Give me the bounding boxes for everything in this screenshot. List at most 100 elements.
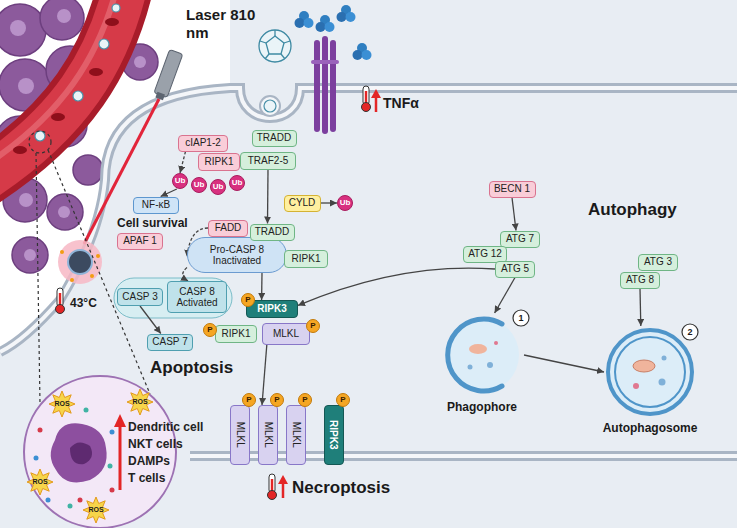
zoom-lines — [29, 131, 150, 404]
arrow-connector — [262, 345, 267, 405]
node-label: P — [302, 395, 307, 404]
node-label: P — [310, 321, 315, 330]
node-label: MLKL — [234, 422, 246, 448]
annotation-label: NKT cells — [128, 437, 183, 451]
node-label: Ub — [232, 178, 243, 187]
protein-box: ATG 12 — [463, 246, 507, 263]
arrow-connector — [261, 273, 263, 300]
tnf-receptor — [311, 36, 339, 134]
annotation-label: Dendritic cell — [128, 420, 203, 434]
node-label: RIPK1 — [222, 328, 251, 340]
ubiquitin-circle: Ub — [229, 175, 245, 191]
protein-box: ATG 5 — [495, 261, 535, 278]
fullerene-nanoparticle — [259, 30, 291, 62]
caspase-box: CASP 7 — [147, 334, 193, 351]
node-label: P — [245, 295, 250, 304]
protein-box: ATG 8 — [620, 272, 660, 289]
callout-label: 1 — [518, 313, 523, 324]
node-label: RIPK1 — [292, 253, 321, 265]
caspase-complex — [114, 278, 232, 318]
membrane-pore: MLKL — [286, 405, 306, 465]
node-label: TRADD — [255, 226, 289, 238]
node-label: ATG 7 — [506, 233, 534, 245]
node-label: cIAP1-2 — [185, 137, 221, 149]
arrow-connector — [495, 278, 515, 314]
node-label: CASP 7 — [152, 336, 187, 348]
protein-box: ATG 3 — [638, 254, 678, 271]
protein-box: RIPK1 — [284, 250, 328, 268]
caspase-box: CASP 3 — [117, 288, 163, 306]
node-label: TRAF2-5 — [248, 155, 289, 167]
zoom-inset — [24, 376, 176, 528]
arrow-connector — [321, 202, 338, 203]
phosphate-circle: P — [270, 393, 284, 407]
phosphate-circle: P — [336, 393, 350, 407]
node-label: Ub — [340, 198, 351, 207]
node-label: CYLD — [289, 197, 316, 209]
complex-pill: Pro-CASP 8 Inactivated — [187, 237, 287, 273]
phagophore-shape — [440, 313, 524, 397]
membrane-pore: MLKL — [230, 405, 250, 465]
callout-label: ROS — [32, 478, 47, 486]
phagophore-circle: Phagophore — [440, 313, 524, 415]
arrow-connector — [161, 189, 177, 197]
node-label: Ub — [194, 180, 205, 189]
protein-box: TRADD — [252, 130, 297, 147]
protein-box: TRAF2-5 — [240, 152, 296, 170]
node-label: RIPK3 — [257, 303, 286, 315]
protein-box: ATG 7 — [500, 231, 540, 248]
node-label: NF-κB — [142, 199, 170, 211]
arrow-connector — [512, 198, 516, 231]
annotation-label: Apoptosis — [150, 358, 233, 378]
ubiquitin-circle: Ub — [210, 179, 226, 195]
node-label: P — [207, 325, 212, 334]
arrow-connector — [183, 268, 188, 281]
autophagosome-circle: Autophagosome — [601, 326, 700, 436]
phosphate-circle: P — [242, 393, 256, 407]
arrow-connector — [639, 289, 641, 327]
tnf-alpha-ligands — [295, 5, 372, 60]
protein-box: TRADD — [250, 224, 295, 241]
annotation-label: Necroptosis — [292, 478, 390, 498]
protein-box: RIPK1 — [215, 325, 257, 343]
phosphate-circle: P — [306, 319, 320, 333]
node-label: RIPK1 — [205, 156, 234, 168]
protein-box: RIPK1 — [198, 153, 240, 171]
node-label: ATG 8 — [626, 274, 654, 286]
node-label: CASP 8 Activated — [172, 286, 222, 309]
node-label: CASP 3 — [122, 291, 157, 303]
node-label: TRADD — [257, 132, 291, 144]
node-label: Ub — [175, 176, 186, 185]
nanoparticles-in-blood — [35, 4, 120, 141]
node-label: APAF 1 — [123, 235, 157, 247]
node-label: RIPK3 — [328, 420, 340, 449]
callout-label: ROS — [88, 506, 103, 514]
protein-box: NF-κB — [133, 197, 179, 214]
laser-device — [153, 49, 183, 101]
protein-box: BECN 1 — [489, 181, 536, 198]
node-caption: Phagophore — [447, 401, 517, 415]
protein-box: FADD — [208, 220, 248, 237]
arrow-connector — [180, 152, 186, 174]
node-label: MLKL — [262, 422, 274, 448]
thermometer-icon — [268, 474, 277, 500]
membrane-pore: RIPK3 — [324, 405, 344, 465]
node-label: MLKL — [290, 422, 302, 448]
annotation-label: TNFα — [383, 95, 419, 112]
endocytic-vesicle — [260, 96, 280, 116]
node-label: ATG 12 — [468, 248, 502, 260]
protein-box: MLKL — [262, 323, 310, 345]
enzyme-box: CYLD — [284, 195, 321, 212]
arrow-connector — [524, 355, 604, 372]
protein-box: cIAP1-2 — [178, 135, 228, 152]
thermometer-icon — [362, 86, 371, 112]
annotation-label: Cell survival — [117, 216, 188, 230]
callout-label: 2 — [687, 327, 692, 338]
membrane-pore: MLKL — [258, 405, 278, 465]
annotation-label: Laser 810 nm — [186, 6, 256, 42]
node-label: MLKL — [273, 328, 299, 340]
node-label: P — [340, 395, 345, 404]
red-blood-cells — [13, 18, 119, 154]
